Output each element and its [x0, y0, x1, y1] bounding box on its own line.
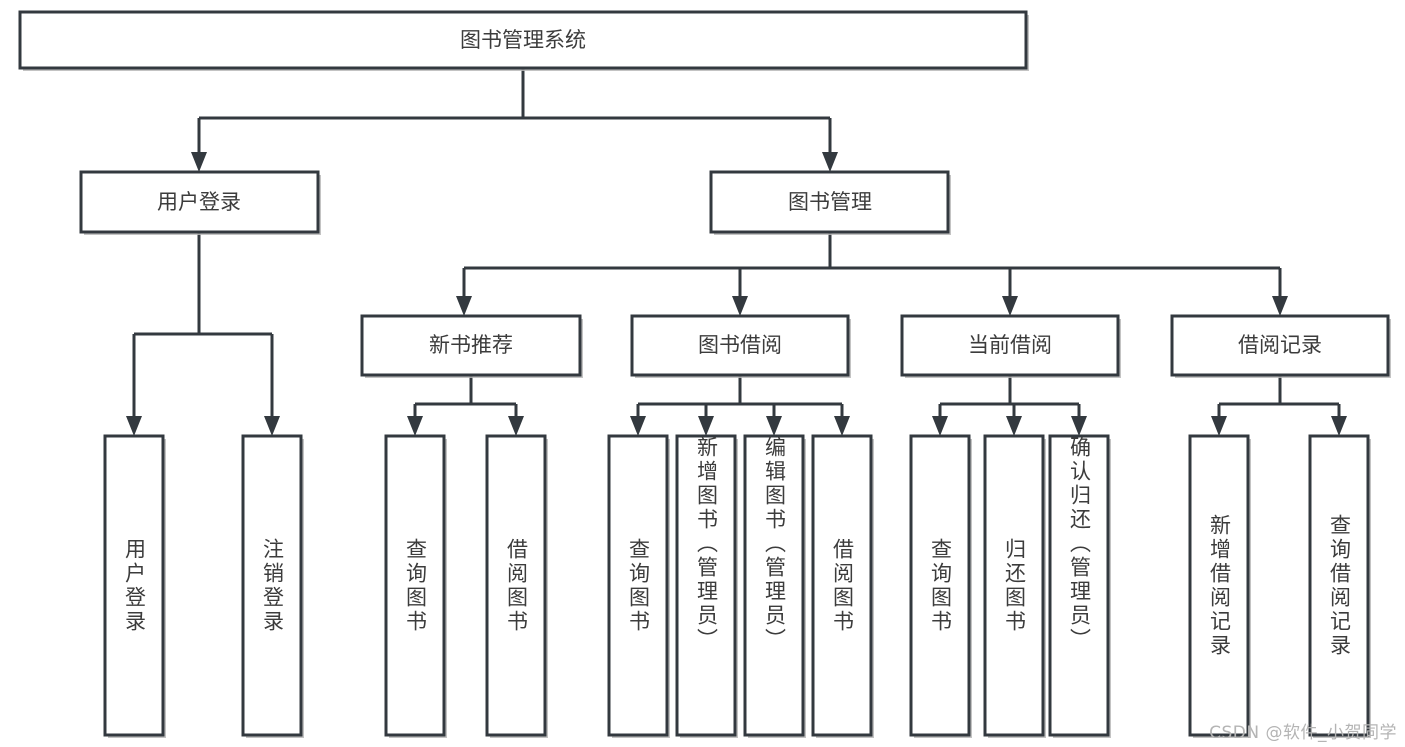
- arrowhead-to-book-manage: [822, 152, 838, 172]
- leaf-node-edit-book[interactable]: [743, 434, 805, 737]
- leaf-node-confirm-return[interactable]: [1048, 434, 1110, 737]
- leaf-box-group: [103, 434, 1371, 738]
- arrowhead-to-leaf-query-record: [1331, 416, 1347, 436]
- arrowhead-to-user-login: [191, 152, 207, 172]
- leaf-node-query-book-cur[interactable]: [909, 434, 971, 737]
- arrowhead-to-leaf-query-book-brw: [630, 416, 646, 436]
- arrowhead-to-leaf-logout: [264, 416, 280, 436]
- arrowhead-to-borrow-record: [1272, 296, 1288, 316]
- node-root-图书管理系统[interactable]: [18, 10, 1028, 70]
- leaf-node-borrow-book-brw[interactable]: [811, 434, 873, 737]
- leaf-node-return-book[interactable]: [983, 434, 1045, 737]
- arrowhead-to-current-borrow: [1002, 296, 1018, 316]
- arrowhead-to-leaf-add-record: [1211, 416, 1227, 436]
- arrowhead-to-leaf-confirm-return: [1071, 416, 1087, 436]
- arrowhead-to-book-borrow: [732, 296, 748, 316]
- leaf-node-user-login[interactable]: [103, 434, 165, 737]
- leaf-node-query-record[interactable]: [1308, 434, 1370, 737]
- arrowhead-to-leaf-borrow-book-brw: [834, 416, 850, 436]
- arrowhead-to-leaf-add-book: [698, 416, 714, 436]
- node-layer: 图书管理系统 用户登录 图书管理 新书推荐 图书借阅 当前借阅 借阅记录: [18, 10, 1391, 738]
- node-label-new-book-recommend: 新书推荐: [429, 333, 513, 357]
- node-book-borrow[interactable]: [630, 314, 850, 377]
- arrowhead-to-leaf-edit-book: [766, 416, 782, 436]
- node-label-root: 图书管理系统: [460, 28, 586, 52]
- node-book-manage[interactable]: [709, 170, 950, 234]
- node-label-book-manage: 图书管理: [788, 190, 872, 214]
- leaf-node-add-book[interactable]: [675, 434, 737, 737]
- node-current-borrow[interactable]: [900, 314, 1120, 377]
- csdn-watermark: CSDN @软件_小贺同学: [1209, 723, 1397, 743]
- connector-layer: [132, 68, 1341, 416]
- leaf-node-query-book-rec[interactable]: [384, 434, 446, 737]
- arrowhead-to-new-book-rec: [456, 296, 472, 316]
- arrowhead-to-leaf-query-book-rec: [407, 416, 423, 436]
- leaf-node-borrow-book-rec[interactable]: [485, 434, 547, 737]
- node-user-login[interactable]: [79, 170, 320, 234]
- leaf-node-logout[interactable]: [241, 434, 303, 737]
- node-label-borrow-record: 借阅记录: [1238, 333, 1322, 357]
- arrowhead-to-leaf-query-book-cur: [932, 416, 948, 436]
- arrowhead-to-leaf-return-book: [1006, 416, 1022, 436]
- leaf-node-query-book-brw[interactable]: [607, 434, 669, 737]
- node-label-current-borrow: 当前借阅: [968, 333, 1052, 357]
- node-label-book-borrow: 图书借阅: [698, 333, 782, 357]
- node-new-book-recommend[interactable]: [360, 314, 582, 377]
- node-borrow-record[interactable]: [1170, 314, 1390, 377]
- leaf-node-add-record[interactable]: [1188, 434, 1250, 737]
- arrowhead-to-leaf-borrow-book-rec: [508, 416, 524, 436]
- arrowhead-to-leaf-user-login: [126, 416, 142, 436]
- node-label-user-login: 用户登录: [157, 190, 241, 214]
